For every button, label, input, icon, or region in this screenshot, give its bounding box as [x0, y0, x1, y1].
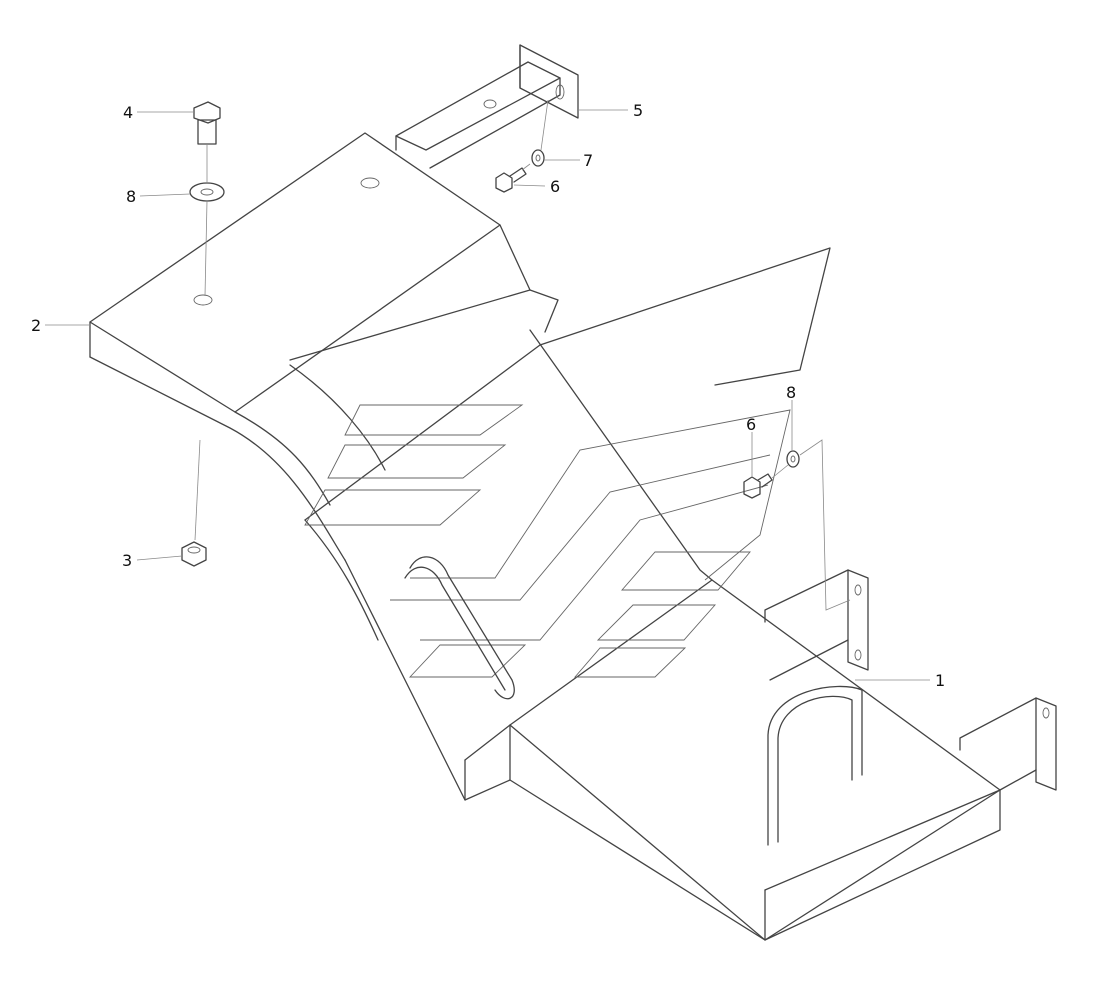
bolt-6-lower	[743, 473, 773, 499]
tread-chevron-stripes	[304, 404, 791, 678]
washer-7	[531, 149, 545, 167]
washer-8-upper	[189, 182, 225, 202]
upper-mounting-bracket	[395, 44, 579, 169]
washer-8-lower	[786, 450, 800, 468]
step-body	[89, 132, 1001, 941]
callout-2: 2	[31, 316, 41, 335]
bolt-4	[193, 101, 221, 145]
right-mounting-bracket-upper	[764, 569, 869, 681]
callout-leader-lines	[45, 109, 930, 681]
right-mounting-bracket-lower	[959, 697, 1057, 791]
callout-labels: 1 2 3 4 5 6 6 7 8 8	[31, 101, 945, 690]
callout-5: 5	[633, 101, 643, 120]
grab-handle-part-1	[767, 685, 863, 846]
callout-8-upper: 8	[126, 187, 136, 206]
callout-3: 3	[122, 551, 132, 570]
assembly-center-lines	[194, 99, 851, 611]
bolt-6-upper	[495, 167, 527, 193]
callout-6-lower: 6	[746, 415, 756, 434]
callout-1: 1	[935, 671, 945, 690]
nut-3	[181, 541, 207, 567]
callout-6-upper: 6	[550, 177, 560, 196]
callout-8-lower: 8	[786, 383, 796, 402]
slope-grab-handle	[404, 556, 515, 700]
callout-7: 7	[583, 151, 593, 170]
callout-4: 4	[123, 103, 133, 122]
